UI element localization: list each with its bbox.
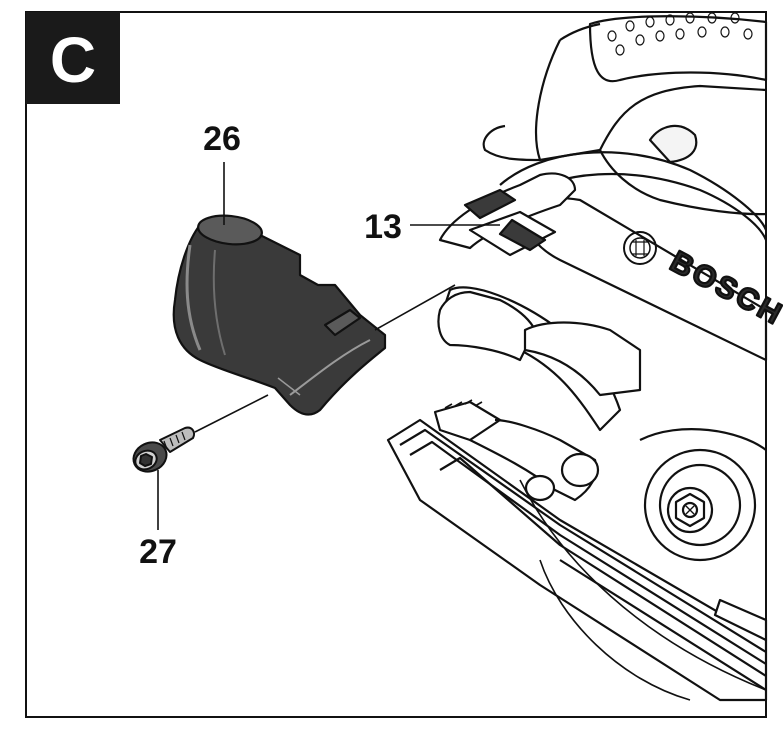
- diagram-frame: [25, 11, 767, 718]
- screw: [132, 426, 195, 473]
- dust-extraction-adapter: [172, 214, 387, 416]
- panel-badge: C: [26, 12, 120, 104]
- callout-27: 27: [139, 533, 177, 571]
- leader-screw-assembly: [194, 394, 269, 433]
- callout-26: 26: [203, 120, 241, 158]
- panel-label: C: [50, 24, 96, 96]
- circular-saw: BOSCH: [386, 12, 783, 702]
- leader-assembly: [374, 284, 456, 331]
- vent-holes: [607, 12, 753, 56]
- leader-lines: [157, 162, 500, 530]
- callout-13: 13: [364, 208, 402, 246]
